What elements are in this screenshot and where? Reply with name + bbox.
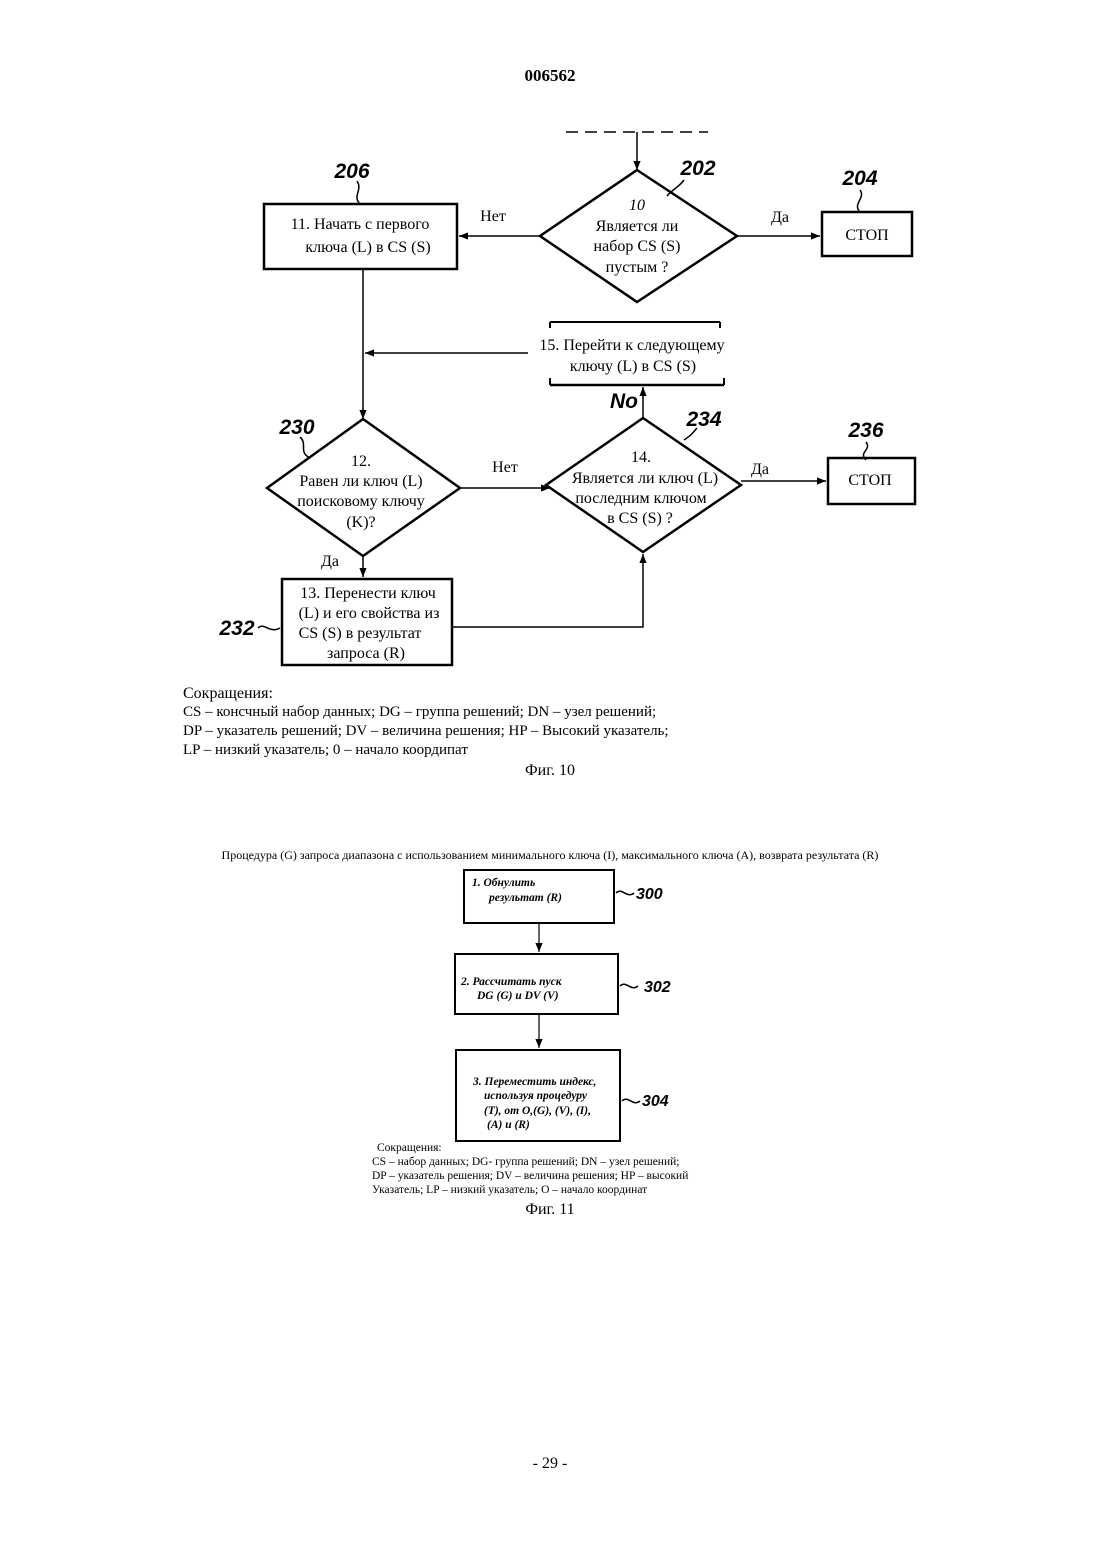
leader-204 [857,190,861,212]
fig10-caption: Фиг. 10 [0,762,1100,780]
decision-202-line2: набор CS (S) [594,238,681,255]
stop-236-label: СТОП [848,472,892,489]
fig11-caption: Фиг. 11 [0,1201,1100,1219]
ref-234: 234 [685,408,721,431]
edge-label-234-no: No [610,390,638,413]
decision-230-line2: поисковому ключу [297,493,425,510]
process-15-line2: ключу (L) в CS (S) [570,358,696,375]
process-302-line1: 2. Рассчитать пуск [460,976,563,988]
fig10-abbrev-line: LP – низкий указатель; 0 – начало коорди… [183,741,669,760]
stop-204-label: СТОП [845,227,889,244]
edge-label-230-no: Нет [492,459,518,476]
leader-202 [667,180,684,196]
decision-234-line1: Является ли ключ (L) [572,470,718,487]
fig11-abbrev-line: CS – набор данных; DG- группа решений; D… [372,1155,688,1169]
process-302-line2: DG (G) и DV (V) [476,990,559,1002]
ref-230: 230 [278,416,314,439]
decision-202 [540,170,737,302]
fig10-abbreviations: Сокращения: CS – консчный набор данных; … [183,684,669,760]
ref-202: 202 [679,157,715,180]
decision-230-number: 12. [351,453,371,470]
decision-230-line3: (K)? [346,514,375,531]
page-number: - 29 - [0,1455,1100,1473]
process-300-line2: результат (R) [488,892,562,904]
decision-202-line3: пустым ? [606,259,669,276]
process-304-line2: используя процедуру [484,1090,588,1102]
decision-202-number: 10 [629,197,645,214]
fig10-abbrev-line: DP – указатель решений; DV – величина ре… [183,722,669,741]
decision-234-number: 14. [631,449,651,466]
process-232-line2: (L) и его свойства из [299,605,440,622]
fig11-abbrev-title: Сокращения: [372,1141,688,1155]
edge-label-234-yes: Да [751,461,769,478]
leader-230 [300,437,310,458]
process-206-box [264,204,457,269]
ref-300: 300 [636,886,663,903]
process-304-line4: (A) и (R) [487,1119,530,1131]
process-232-line4: запроса (R) [327,645,405,662]
process-206-line1: 11. Начать с первого [291,216,430,233]
process-232-line1: 13. Перенести ключ [300,585,436,602]
decision-202-line1: Является ли [596,218,679,235]
process-232-line3: CS (S) в результат [299,625,422,642]
decision-234-line2: последним ключом [575,490,706,507]
ref-236: 236 [847,419,883,442]
process-304-line3: (T), от O,(G), (V), (I), [484,1105,591,1117]
process-304-line1: 3. Переместить индекс, [472,1076,596,1088]
fig11-abbrev-line: DP – указатель решения; DV – величина ре… [372,1169,688,1183]
edge-label-202-yes: Да [771,209,789,226]
ref-206: 206 [333,160,369,183]
process-300-line1: 1. Обнулить [472,877,535,889]
ref-302: 302 [644,979,671,996]
leader-300 [616,891,634,894]
edge-label-202-no: Нет [480,208,506,225]
edge-label-230-yes: Да [321,553,339,570]
fig11-abbrev-line: Указатель; LP – низкий указатель; O – на… [372,1183,688,1197]
ref-232: 232 [218,617,254,640]
ref-304: 304 [642,1093,669,1110]
process-206-line2: ключа (L) в CS (S) [305,239,430,256]
leader-206 [357,181,360,204]
decision-230-line1: Равен ли ключ (L) [299,473,422,490]
ref-204: 204 [841,167,877,190]
fig10-abbrev-line: CS – консчный набор данных; DG – группа … [183,703,669,722]
arrow-232-to-234 [452,554,643,627]
leader-302 [620,984,638,987]
process-15-line1: 15. Перейти к следующему [539,337,724,354]
leader-304 [622,1099,640,1102]
fig11-abbreviations: Сокращения: CS – набор данных; DG- групп… [372,1141,688,1197]
decision-234-line3: в CS (S) ? [607,510,673,527]
fig10-abbrev-title: Сокращения: [183,684,669,703]
fig11-title: Процедура (G) запроса диапазона с исполь… [0,848,1100,863]
leader-232 [258,626,280,629]
